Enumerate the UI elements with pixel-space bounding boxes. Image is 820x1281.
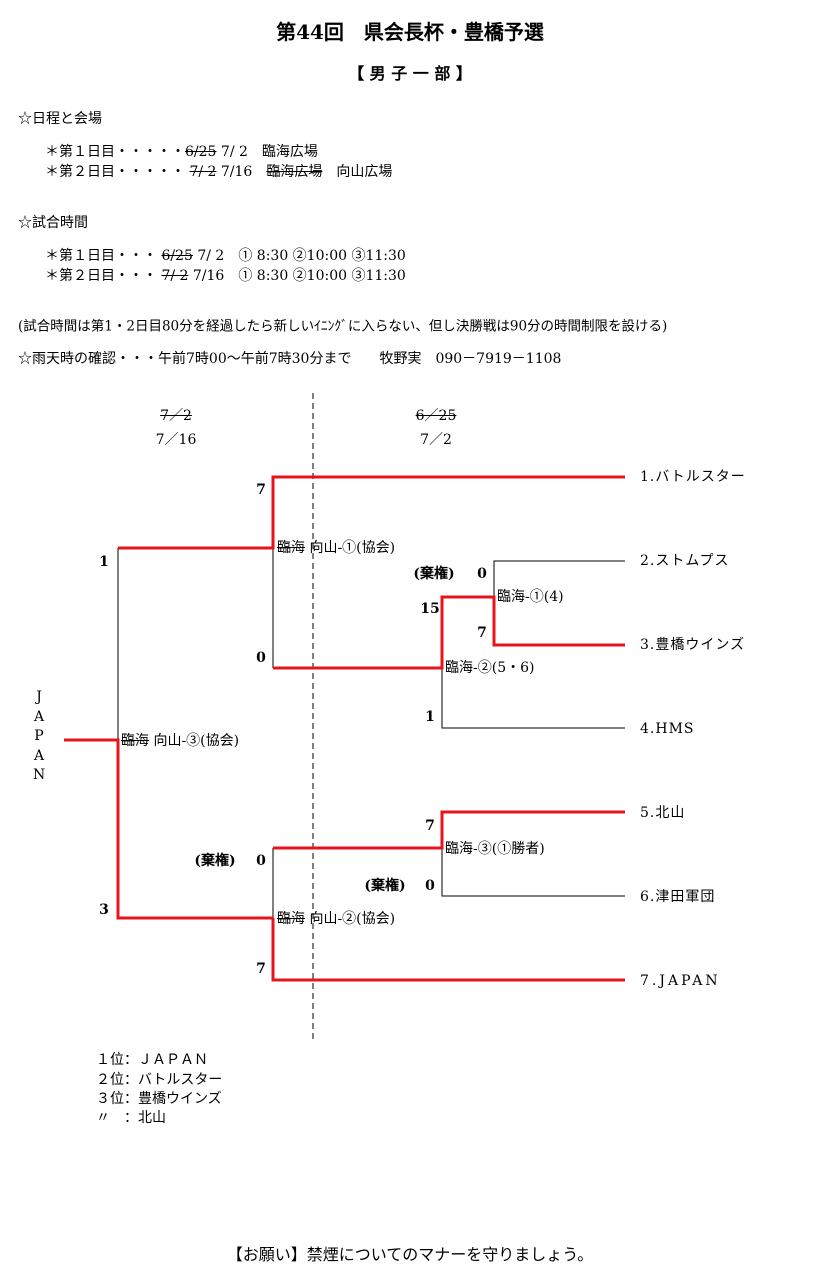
old-venue: 臨海 — [277, 911, 305, 927]
team-3: 3.豊橋ウインズ — [640, 637, 746, 653]
match-r1-1: 臨海-①(4) — [497, 589, 564, 605]
schedule-day1: ＊第１日目・・・・・6/25 7/ 2 臨海広場 — [45, 145, 318, 159]
score: 0 — [256, 853, 266, 869]
slots: ① 8:30 ②10:00 ③11:30 — [238, 248, 406, 264]
score: 0 — [425, 878, 435, 894]
match-semi-2: 臨海 向山-②(協会) — [277, 912, 395, 926]
date: 7/ 2 — [220, 144, 248, 160]
match-r1-3: 臨海-③(①勝者) — [445, 841, 545, 857]
times-day1: ＊第１日目・・・ 6/25 7/ 2 ① 8:30 ②10:00 ③11:30 — [45, 249, 406, 263]
venue: 向山広場 — [336, 164, 393, 180]
venue: 向山-②(協会) — [305, 911, 396, 927]
score: 3 — [99, 902, 109, 918]
page-title: 第44回 県会長杯・豊橋予選 — [276, 20, 544, 44]
date: 7/16 — [192, 268, 225, 284]
slots: ① 8:30 ②10:00 ③11:30 — [238, 268, 406, 284]
time-limit-note: (試合時間は第1・2日目80分を経過したら新しいｲﾆﾝｸﾞに入らない、但し決勝戦… — [18, 318, 668, 335]
old-venue: 臨海 — [121, 733, 149, 749]
match-r1-2: 臨海-②(5・6) — [445, 660, 535, 676]
score: 7 — [256, 482, 266, 498]
score: 7 — [477, 625, 487, 641]
score: 0 — [477, 566, 487, 582]
score: 0 — [256, 650, 266, 666]
rank-3: ３位：豊橋ウインズ — [96, 1091, 222, 1107]
venue: 臨海広場 — [261, 144, 318, 160]
score: 7 — [425, 818, 435, 834]
champion-vertical: JAPAN — [33, 689, 46, 783]
old-venue: 臨海 — [277, 540, 305, 556]
bracket-winner-lines — [64, 475, 625, 982]
bracket-black-lines — [117, 548, 625, 918]
team-2: 2.ストムプス — [640, 553, 730, 569]
date: 7/16 — [220, 164, 253, 180]
rank-3-tie: 〃 ：北山 — [96, 1110, 166, 1126]
label: ＊第１日目・・・・・ — [45, 144, 185, 160]
team-4: 4.HMS — [640, 721, 695, 737]
date: 7/ 2 — [197, 248, 225, 264]
old-date: 7/ 2 — [161, 268, 189, 284]
left-old-date: 7／2 — [160, 408, 192, 424]
old-date: 7/ 2 — [189, 164, 217, 180]
score: 15 — [420, 601, 440, 617]
label: ＊第１日目・・・ — [45, 248, 162, 264]
team-6: 6.津田軍団 — [640, 889, 716, 905]
forfeit-label: (棄権) — [364, 878, 406, 894]
rank-1: １位：ＪＡＰＡＮ — [96, 1052, 208, 1068]
rank-2: ２位：バトルスター — [96, 1072, 223, 1088]
left-date: 7／16 — [155, 432, 197, 448]
forfeit-label: (棄権) — [194, 853, 236, 869]
forfeit-label: (棄権) — [413, 566, 455, 582]
team-7: 7.JAPAN — [640, 973, 721, 989]
old-date: 6/25 — [185, 144, 217, 160]
team-5: 5.北山 — [640, 805, 686, 821]
footer-request: 【お願い】禁煙についてのマナーを守りましょう。 — [226, 1245, 594, 1264]
division-subtitle: 【 男 子 一 部 】 — [348, 64, 472, 83]
label: ＊第２日目・・・・・ — [45, 164, 190, 180]
old-date: 6/25 — [161, 248, 193, 264]
score: 1 — [99, 554, 109, 570]
match-final: 臨海 向山-③(協会) — [121, 734, 239, 748]
team-1: 1.バトルスター — [640, 469, 746, 485]
schedule-heading: ☆日程と会場 — [18, 111, 102, 127]
right-date: 7／2 — [420, 432, 452, 448]
venue: 向山-③(協会) — [149, 733, 240, 749]
match-semi-1: 臨海 向山-①(協会) — [277, 541, 395, 555]
right-old-date: 6／25 — [415, 408, 457, 424]
rain-contact: ☆雨天時の確認・・・午前7時00～午前7時30分まで 牧野実 090－7919－… — [18, 351, 562, 367]
label: ＊第２日目・・・ — [45, 268, 162, 284]
score: 1 — [425, 709, 435, 725]
times-heading: ☆試合時間 — [18, 215, 88, 231]
old-venue: 臨海広場 — [266, 164, 323, 180]
score: 7 — [256, 961, 266, 977]
times-day2: ＊第２日目・・・ 7/ 2 7/16 ① 8:30 ②10:00 ③11:30 — [45, 269, 406, 283]
venue: 向山-①(協会) — [305, 540, 396, 556]
schedule-day2: ＊第２日目・・・・・ 7/ 2 7/16 臨海広場 向山広場 — [45, 165, 392, 179]
